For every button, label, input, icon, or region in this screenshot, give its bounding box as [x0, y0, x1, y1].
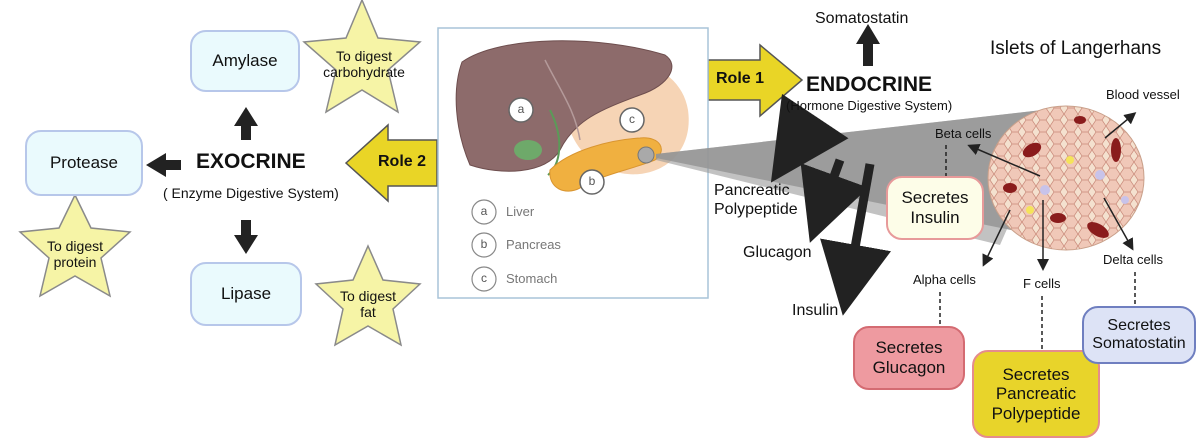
amylase-label: Amylase	[212, 51, 278, 71]
gallbladder-shape	[514, 140, 542, 160]
organ-marker-a-text: a	[517, 102, 525, 116]
alpha-cells-label: Alpha cells	[913, 272, 976, 287]
role1-label: Role 1	[716, 70, 765, 87]
f-cells-label: F cells	[1023, 276, 1061, 291]
organ-marker-b	[579, 169, 605, 195]
protease-box: Protease	[25, 130, 143, 196]
endocrine-subtitle: (Hormone Digestive System)	[786, 98, 953, 113]
pancreatic-polypeptide-label: Pancreatic Polypeptide	[714, 182, 798, 219]
arrow-glucagon	[800, 158, 869, 243]
organ-marker-a	[508, 97, 534, 123]
lipase-label: Lipase	[220, 284, 272, 304]
liver-shape	[455, 40, 673, 172]
key-label-pancreas: Pancreas	[506, 237, 561, 252]
protease-label: Protease	[49, 153, 119, 173]
arrow-insulin	[820, 163, 891, 316]
islets-title: Islets of Langerhans	[990, 38, 1162, 59]
key-label-stomach: Stomach	[506, 271, 558, 286]
key-letter-c: c	[481, 271, 487, 285]
arrow-to-lipase	[234, 220, 258, 254]
arrow-to-amylase	[234, 107, 258, 140]
exocrine-title: EXOCRINE	[196, 150, 306, 173]
arrow-pancreatic-polypeptide	[770, 93, 849, 183]
islet-shape	[987, 105, 1145, 251]
arrow-to-protease	[146, 153, 181, 177]
star-fat	[314, 244, 422, 347]
secretes-insulin-box: Secretes Insulin	[886, 176, 984, 240]
endocrine-title: ENDOCRINE	[806, 73, 933, 96]
organ-marker-c-text: c	[629, 112, 635, 126]
delta-cells-label: Delta cells	[1103, 252, 1163, 267]
key-letter-b: b	[480, 237, 488, 251]
somatostatin-label: Somatostatin	[815, 10, 909, 27]
organ-marker-b-text: b	[588, 174, 596, 188]
secretes-glucagon-box: Secretes Glucagon	[853, 326, 965, 390]
key-label-liver: Liver	[506, 204, 535, 219]
secretes-somatostatin-box: Secretes Somatostatin	[1082, 306, 1196, 364]
pancreas-shape	[549, 137, 662, 192]
star-protein	[18, 193, 132, 298]
role2-label: Role 2	[378, 153, 427, 170]
star-carbohydrate-text: To digest carbohydrate	[323, 47, 405, 80]
star-fat-text: To digest fat	[339, 287, 397, 320]
organ-marker-c	[619, 107, 645, 133]
star-carbohydrate	[302, 0, 422, 114]
secretes-pancreatic-polypeptide-box: Secretes Pancreatic Polypeptide	[972, 350, 1100, 438]
amylase-box: Amylase	[190, 30, 300, 92]
insulin-label: Insulin	[792, 302, 839, 319]
role2-arrow	[344, 123, 438, 203]
key-letter-a: a	[480, 204, 488, 218]
beta-cells-label: Beta cells	[935, 126, 992, 141]
arrow-somatostatin	[856, 24, 880, 66]
star-protein-text: To digest protein	[46, 237, 104, 270]
lipase-box: Lipase	[190, 262, 302, 326]
glucagon-label: Glucagon	[743, 244, 812, 261]
blood-vessel-label: Blood vessel	[1106, 87, 1180, 102]
exocrine-subtitle: ( Enzyme Digestive System)	[163, 185, 339, 201]
